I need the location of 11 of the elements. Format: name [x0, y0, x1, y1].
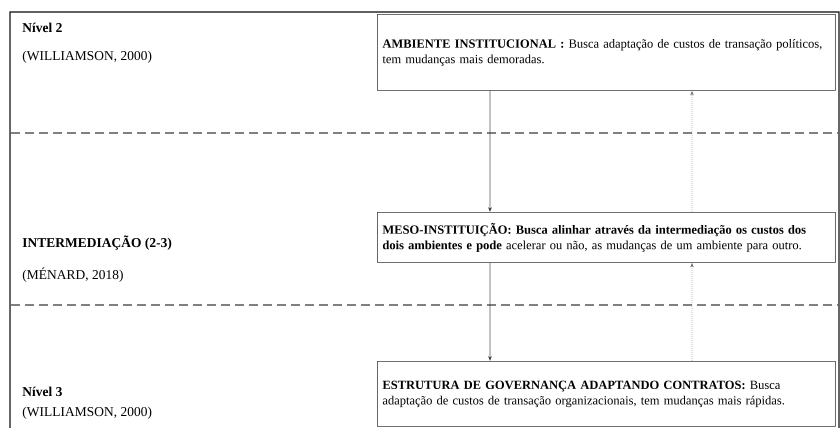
- label: Nível 2: [22, 22, 62, 32]
- label: (WILLIAMSON, 2000): [22, 50, 152, 63]
- text-box: ESTRUTURA DE GOVERNANÇA ADAPTANDO CONTRATOS: Busca adaptação de custos de transação organizacionais, tem mudanças mais rápidas.: [377, 360, 836, 427]
- arrow: [690, 263, 694, 362]
- label: INTERMEDIAÇÃO (2-3): [22, 235, 172, 250]
- label: (MÉNARD, 2018): [22, 267, 123, 282]
- label: (WILLIAMSON, 2000): [22, 406, 152, 419]
- text-box: AMBIENTE INSTITUCIONAL : Busca adaptação de custos de transação políticos, tem mudanças mais demoradas.: [377, 14, 836, 91]
- label: Nível 3: [22, 386, 62, 396]
- arrow: [690, 91, 694, 212]
- text-box: MESO-INSTITUIÇÃO: Busca alinhar através da intermediação os custos dos dois ambientes e pode acelerar ou não, as mudanças de um ambiente para outro.: [377, 212, 836, 263]
